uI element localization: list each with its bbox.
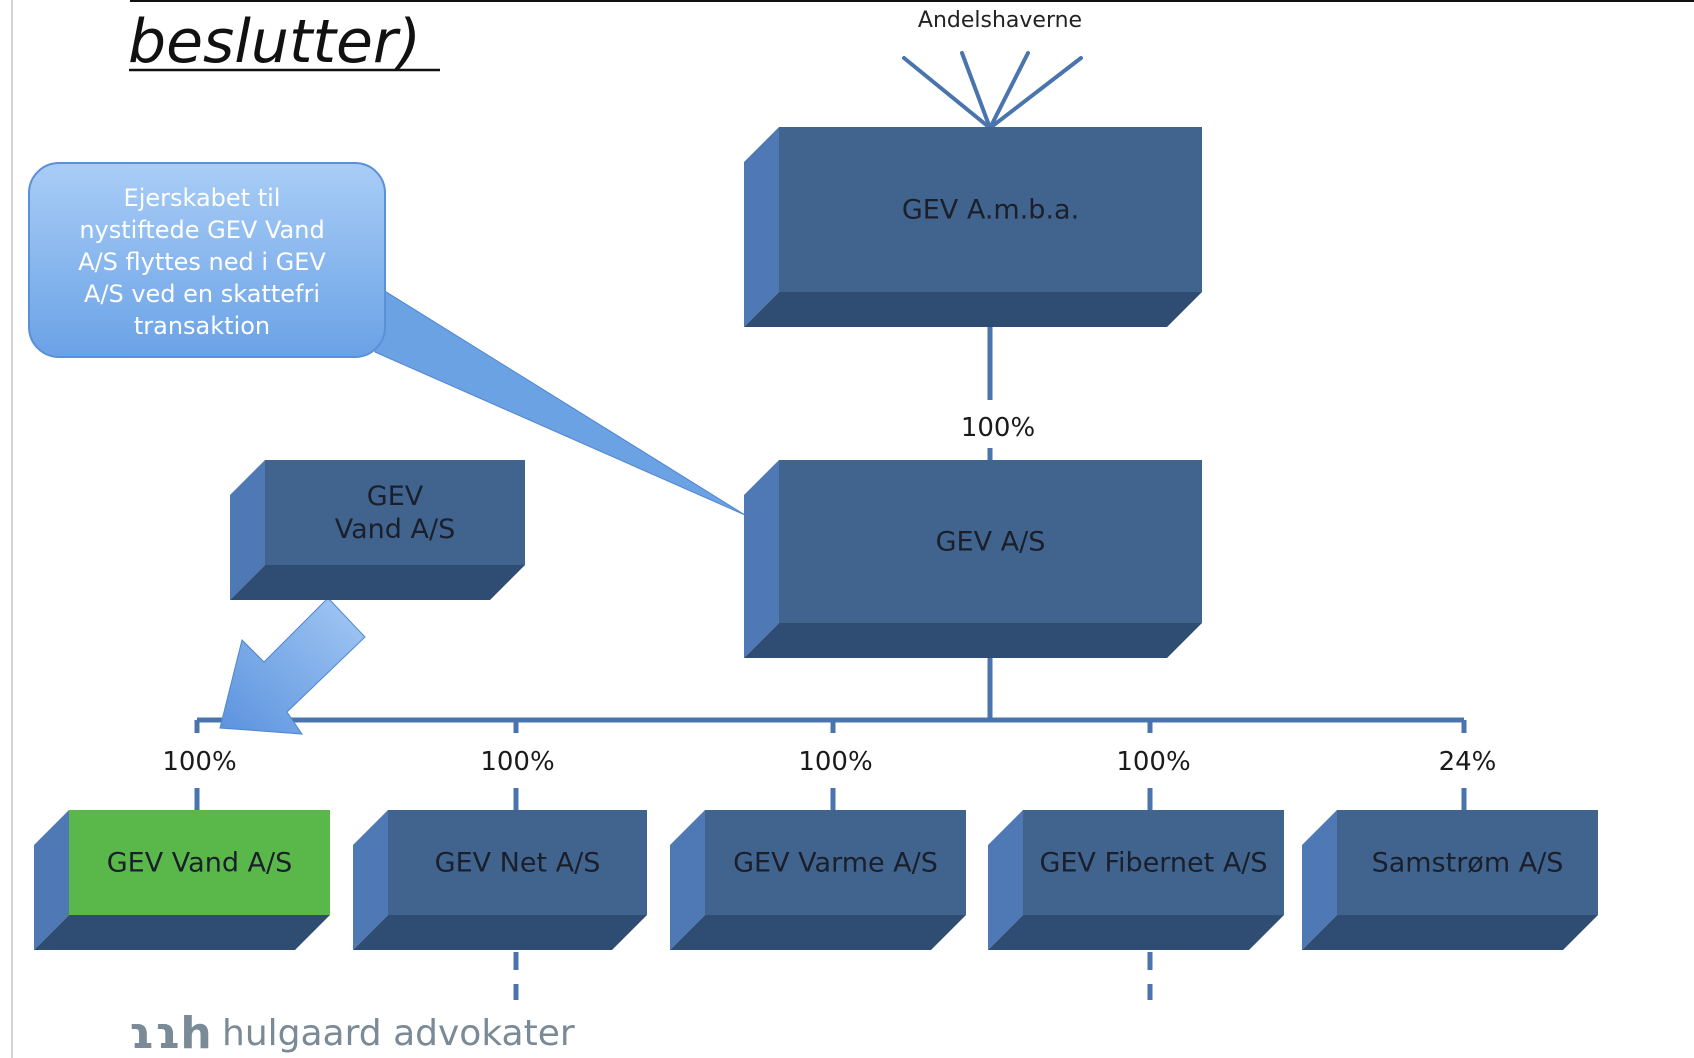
ownership-pct: 100% [162,747,236,777]
box-subsidiary-4-label: GEV Fibernet A/S [1039,848,1267,879]
box-subsidiary-2: GEV Net A/S [353,810,647,950]
ownership-pct: 24% [1439,747,1497,777]
box-gev-vand-new-label: GEV [367,481,424,512]
box-gev-as-label: GEV A/S [936,527,1046,558]
box-gev-amba-label: GEV A.m.b.a. [902,195,1079,226]
callout-line: transaktion [134,312,270,340]
shareholder-fan-lines [902,51,1083,130]
box-gev-vand-new-label: Vand A/S [335,514,455,545]
box-subsidiary-5: Samstrøm A/S [1302,810,1598,950]
box-gev-as: GEV A/S [744,460,1202,658]
ownership-pct: 100% [480,747,554,777]
firm-logo: ɿɿh hulgaard advokater [128,1008,575,1058]
box-subsidiary-1-label: GEV Vand A/S [107,848,293,879]
slide-title-fragment: beslutter) [128,0,1694,77]
box-subsidiary-1: GEV Vand A/S [34,810,330,950]
logo-mark-icon: ɿɿh [128,1008,212,1058]
move-arrow-icon [219,597,366,735]
box-subsidiary-5-label: Samstrøm A/S [1372,848,1564,879]
callout-line: A/S flyttes ned i GEV [78,248,326,276]
box-subsidiary-3: GEV Varme A/S [670,810,966,950]
ownership-pct-amba-as: 100% [961,413,1035,443]
shareholders-label: Andelshaverne [918,8,1082,33]
box-subsidiary-4: GEV Fibernet A/S [988,810,1284,950]
callout-line: nystiftede GEV Vand [79,216,324,244]
box-subsidiary-2-label: GEV Net A/S [435,848,601,879]
ownership-pct: 100% [798,747,872,777]
box-gev-amba: GEV A.m.b.a. [744,127,1202,327]
callout-line: Ejerskabet til [124,184,281,212]
callout-line: A/S ved en skattefri [84,280,320,308]
box-subsidiary-3-label: GEV Varme A/S [733,848,938,879]
firm-name: hulgaard advokater [222,1013,575,1054]
title-text: beslutter) [128,7,421,77]
ownership-pct: 100% [1116,747,1190,777]
